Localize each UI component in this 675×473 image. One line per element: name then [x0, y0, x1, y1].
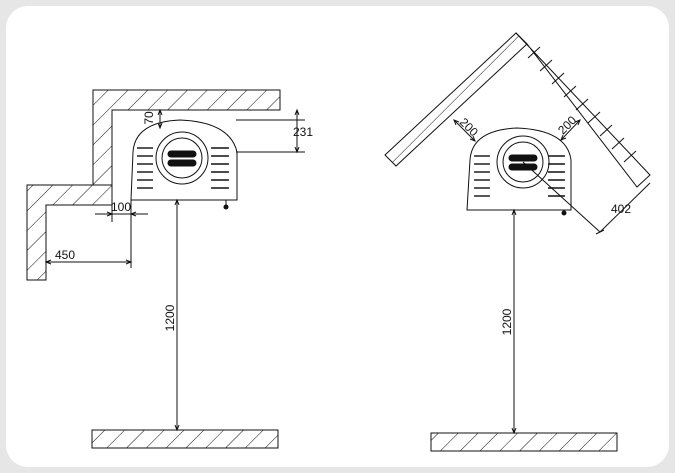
left-floor	[91, 429, 279, 449]
left-dim-1200: 1200	[163, 304, 177, 331]
left-diagram	[26, 89, 305, 449]
left-lower-wall	[26, 184, 113, 281]
left-dim-70: 70	[142, 111, 156, 125]
right-heater	[466, 127, 572, 216]
left-dim-450: 450	[55, 248, 75, 262]
right-dim-200-left: 200	[457, 115, 481, 139]
right-dim-1200: 1200	[500, 308, 514, 335]
right-dim-402: 402	[611, 202, 631, 216]
left-heater	[130, 119, 238, 210]
right-dim-200-right: 200	[555, 113, 579, 137]
right-right-wall	[515, 32, 651, 188]
right-wall-bricks	[527, 46, 637, 163]
left-dim-100: 100	[111, 200, 131, 214]
right-diagram	[384, 32, 651, 452]
right-floor	[430, 432, 618, 452]
left-dim-231: 231	[293, 125, 313, 139]
